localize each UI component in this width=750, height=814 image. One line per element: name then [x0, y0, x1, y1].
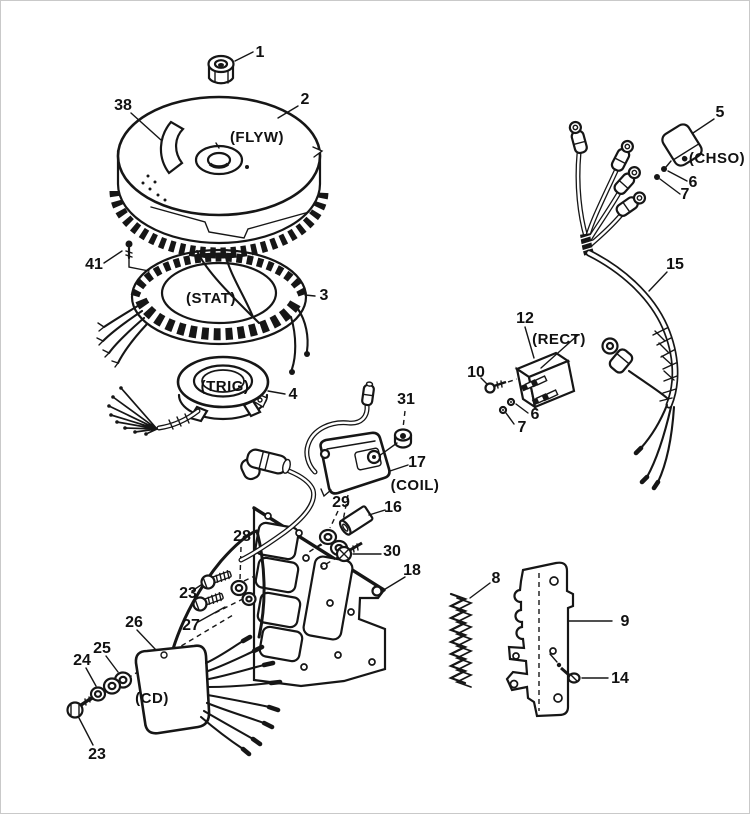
- plate-screws-group: [191, 546, 257, 623]
- plate-screw-a: [200, 570, 232, 590]
- callout-15: 15: [666, 256, 684, 273]
- callout-31: 31: [397, 391, 415, 408]
- harness-terminal: [610, 139, 634, 172]
- trigger-leads: [107, 386, 158, 436]
- cd-bolt: [66, 695, 94, 719]
- harness-terminal: [615, 191, 647, 217]
- tag-trigger: (TRIG): [201, 378, 250, 395]
- cd-wires: [199, 634, 283, 757]
- callout-41: 41: [85, 256, 103, 273]
- callout-3: 3: [320, 287, 329, 304]
- harness-tails: [633, 403, 676, 491]
- ignition-coil-group: [238, 381, 413, 563]
- callout-12: 12: [516, 310, 534, 327]
- stator-leads-left: [96, 302, 149, 368]
- harness-braid-hatch: [652, 327, 678, 402]
- rectifier-terminals: [520, 375, 559, 406]
- coil-hardware-group: [305, 505, 386, 568]
- harness-terminal: [568, 120, 588, 155]
- bracket-screw-14: [560, 666, 581, 684]
- coil-body: [319, 431, 391, 495]
- callout-29: 29: [332, 494, 350, 511]
- washer-28: [230, 579, 248, 597]
- tag-chso: (CHSO): [689, 150, 745, 167]
- plate-corner-hole: [371, 585, 383, 597]
- harness-ring-terminal: [601, 337, 669, 400]
- callout-1: 1: [256, 44, 265, 61]
- terminal-strip: [448, 582, 491, 688]
- screw-30: [335, 541, 363, 563]
- callout-27: 27: [182, 617, 200, 634]
- washer-29: [318, 528, 338, 546]
- callout-16: 16: [384, 499, 402, 516]
- chso-body: [661, 123, 703, 167]
- rectifier-group: [480, 326, 579, 425]
- flywheel-nut: [207, 51, 254, 85]
- mounting-plate: [252, 506, 406, 688]
- plate-screw-b: [192, 592, 224, 612]
- callout-30: 30: [383, 543, 401, 560]
- plate-cutout: [256, 591, 302, 629]
- harness-terminal: [613, 165, 641, 195]
- stator-leads-right: [289, 307, 310, 375]
- tag-cd: (CD): [135, 690, 169, 707]
- chso-group: [654, 118, 715, 195]
- stator-screw: [103, 240, 150, 272]
- washer-27: [241, 591, 257, 607]
- callout-24: 24: [73, 652, 91, 669]
- callout-28: 28: [233, 528, 251, 545]
- callout-6-rect: 6: [531, 406, 540, 423]
- cd-washers: [89, 671, 133, 702]
- callout-6-chso: 6: [689, 174, 698, 191]
- flywheel: [109, 95, 329, 259]
- callout-23-plate: 23: [179, 585, 197, 602]
- callout-23-cd: 23: [88, 746, 106, 763]
- stator: [96, 248, 316, 375]
- callout-25: 25: [93, 640, 111, 657]
- callout-9: 9: [621, 613, 630, 630]
- callout-26: 26: [125, 614, 143, 631]
- callout-18: 18: [403, 562, 421, 579]
- callout-7-rect: 7: [518, 419, 527, 436]
- callout-38: 38: [114, 97, 132, 114]
- callout-17: 17: [408, 454, 426, 471]
- rectifier-screw-10: [484, 378, 518, 394]
- wiring-harness: [568, 120, 679, 491]
- callout-4: 4: [289, 386, 298, 403]
- flywheel-magnet-slot: [159, 120, 185, 175]
- callout-2: 2: [301, 91, 310, 108]
- callout-10: 10: [467, 364, 485, 381]
- bracket-group: [505, 561, 613, 718]
- callout-5: 5: [716, 104, 725, 121]
- callout-8: 8: [492, 570, 501, 587]
- trigger: [107, 355, 286, 436]
- tag-coil: (COIL): [391, 477, 440, 494]
- coil-lead-connector: [361, 381, 375, 407]
- cd-box: [134, 644, 211, 735]
- callout-14: 14: [611, 670, 629, 687]
- plate-cutout: [258, 625, 304, 663]
- cd-unit-group: [66, 529, 283, 757]
- spark-plug-boot: [240, 448, 291, 481]
- plate-cutout: [254, 556, 300, 594]
- spacer-16: [338, 505, 374, 536]
- tag-stator: (STAT): [186, 290, 236, 307]
- tag-flywheel: (FLYW): [230, 129, 284, 146]
- bracket-body: [505, 561, 575, 718]
- coil-nut: [393, 428, 413, 449]
- callout-7-chso: 7: [681, 186, 690, 203]
- tag-rectifier: (RECT): [532, 331, 586, 348]
